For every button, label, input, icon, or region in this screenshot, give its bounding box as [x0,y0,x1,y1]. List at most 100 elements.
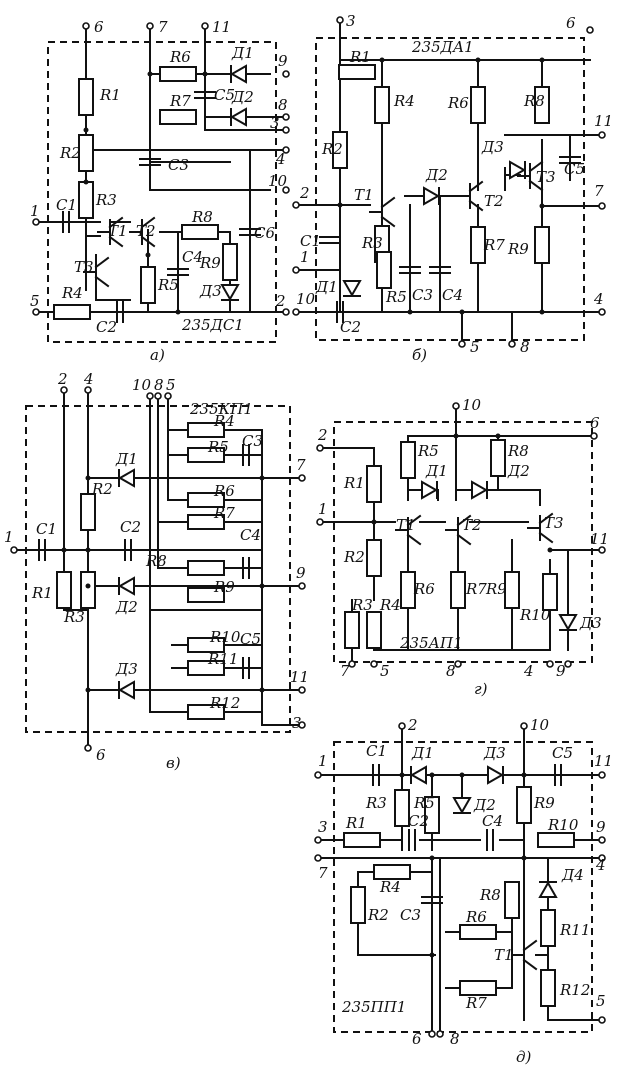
pin-terminal [60,386,68,394]
pin-terminal [32,218,40,226]
capacitor-symbol [319,236,341,244]
chip-boundary [47,41,277,343]
pin-terminal [598,854,606,862]
chip-name: 235ДА1 [411,38,474,56]
diode-symbol [221,284,239,301]
label-T1: T1 [396,516,416,534]
resistor-symbol [459,924,497,940]
label-R7: R7 [483,236,505,254]
resistor-symbol [338,64,376,80]
label-R4: R4 [393,92,415,110]
pin-terminal [316,444,324,452]
resistor-symbol [222,243,238,281]
pin-terminal [520,722,528,730]
label-D2: Д2 [473,796,496,814]
label-C4: C4 [182,248,203,266]
junction-dot [459,309,465,315]
label-R10: R10 [547,816,579,834]
pin-label: 4 [83,370,94,388]
resistor-symbol [56,571,72,609]
label-C6: C6 [254,224,275,242]
label-T1: T1 [494,946,514,964]
transistor-symbol [511,940,537,970]
junction-dot [83,179,89,185]
resistor-symbol [187,560,225,576]
pin-terminal [282,126,290,134]
pin-terminal [546,660,554,668]
label-R4: R4 [379,878,401,896]
pin-label: 10 [530,716,550,734]
junction-dot [539,57,545,63]
label-R7: R7 [465,994,487,1012]
junction-dot [145,252,151,258]
diode-symbol [421,481,438,499]
pin-label: 10 [296,290,316,308]
label-D4: Д4 [561,866,584,884]
chip-name: 235АП1 [399,634,463,652]
label-R5: R5 [157,276,179,294]
resistor-symbol [542,573,558,611]
pin-label: 6 [412,1030,422,1048]
label-R2: R2 [91,480,113,498]
label-R6: R6 [169,48,191,66]
pin-label: 2 [317,426,328,444]
label-R6: R6 [413,580,435,598]
label-R9: R9 [199,254,221,272]
junction-dot [259,583,265,589]
pin-terminal [84,744,92,752]
pin-terminal [282,308,290,316]
pin-label: 1 [30,202,40,220]
resistor-symbol [366,465,382,503]
pin-label: 9 [278,52,288,70]
junction-dot [259,687,265,693]
junction-dot [371,519,377,525]
junction-dot [521,772,527,778]
label-R1: R1 [349,48,371,66]
pin-label: 2 [275,292,286,310]
label-R9: R9 [485,580,507,598]
resistor-symbol [159,109,197,125]
label-D1: Д1 [231,44,254,62]
pin-terminal [598,836,606,844]
pin-label: 11 [212,18,231,36]
pin-terminal [282,113,290,121]
pin-label: 7 [594,182,604,200]
label-T1: T1 [108,222,128,240]
label-R7: R7 [169,92,191,110]
junction-dot [202,71,208,77]
pin-terminal [316,518,324,526]
junction-dot [429,952,435,958]
label-C2: C2 [120,518,141,536]
pin-label: 1 [318,752,328,770]
label-R3: R3 [351,596,373,614]
junction-dot [429,855,435,861]
pin-label: 6 [590,414,600,432]
circuit-g: 10 6 2 1 11 7 5 8 4 9 R1 R2 R3 R4 R5 R6 … [316,396,609,698]
junction-dot [459,772,465,778]
label-R3: R3 [361,234,383,252]
resistor-symbol [394,789,410,827]
resistor-symbol [400,441,416,479]
pin-label: 4 [275,150,286,168]
pin-terminal [298,474,306,482]
pin-label: 5 [166,376,176,394]
label-C5: C5 [564,160,585,178]
pin-terminal [586,26,594,34]
chip-name: 235ПП1 [341,998,406,1016]
resistor-symbol [80,571,96,609]
resistor-symbol [366,611,382,649]
label-C5: C5 [552,744,573,762]
label-R10: R10 [209,628,241,646]
resistor-symbol [350,886,366,924]
pin-label: 2 [57,370,68,388]
label-C3: C3 [412,286,433,304]
resistor-symbol [159,66,197,82]
resistor-symbol [540,909,556,947]
label-D2: Д2 [231,88,254,106]
pin-label: 7 [158,18,168,36]
resistor-symbol [140,266,156,304]
label-D3: Д3 [115,660,138,678]
junction-dot [85,547,91,553]
circuit-b: 3 6 11 2 7 1 10 4 5 8 R1 R2 R3 R4 R5 R6 … [292,12,613,364]
junction-dot [83,127,89,133]
